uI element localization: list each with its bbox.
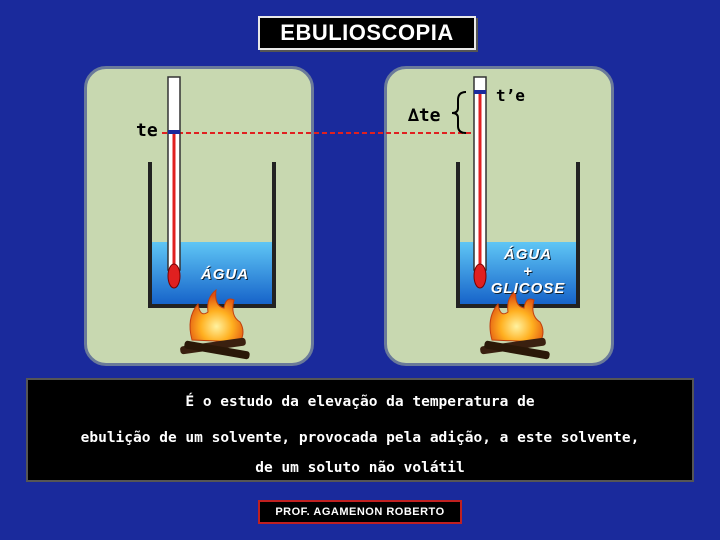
- thermometer-right: [473, 76, 487, 289]
- te-label-left: te: [136, 120, 158, 141]
- thermometer-left: [167, 76, 181, 289]
- fire-left-icon: [180, 288, 250, 360]
- fire-right-icon: [480, 288, 550, 360]
- author-credit: PROF. AGAMENON ROBERTO: [258, 500, 462, 524]
- description-line-1: É o estudo da elevação da temperatura de: [185, 394, 535, 410]
- page-title: EBULIOSCOPIA: [258, 16, 476, 50]
- liquid-label-right-line2: +: [523, 263, 533, 280]
- liquid-label-right: ÁGUA + GLICOSE: [482, 246, 574, 297]
- delta-te-label: ∆te: [408, 105, 441, 126]
- delta-brace: [451, 91, 467, 134]
- description-line-3: de um soluto não volátil: [255, 460, 465, 476]
- description-box: É o estudo da elevação da temperatura de…: [26, 378, 694, 482]
- te-prime-label: t’e: [496, 86, 525, 105]
- description-line-2: ebulição de um solvente, provocada pela …: [80, 430, 640, 446]
- liquid-label-left: ÁGUA: [200, 266, 250, 283]
- liquid-label-right-line3: GLICOSE: [490, 280, 566, 297]
- liquid-label-right-line1: ÁGUA: [503, 246, 553, 263]
